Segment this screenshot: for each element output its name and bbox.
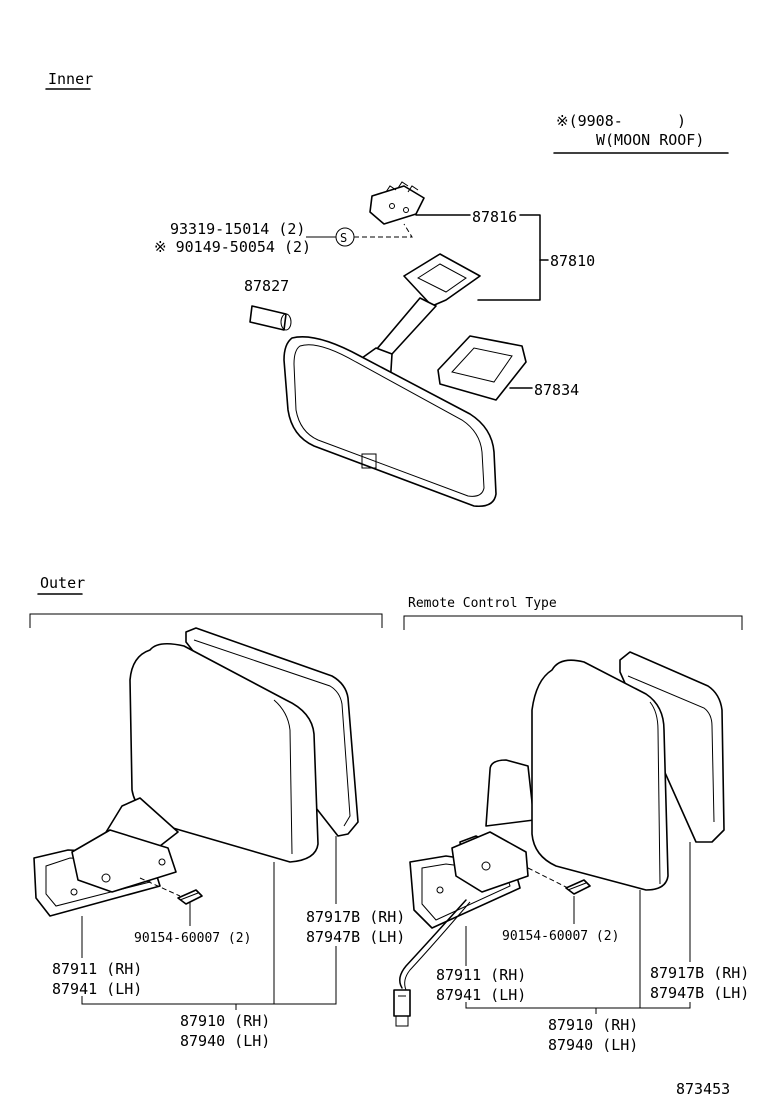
section-remote-heading: Remote Control Type	[408, 596, 557, 611]
pin-87827	[249, 305, 292, 331]
label-87810: 87810	[550, 252, 595, 270]
label-left-assy-lh: 87940 (LH)	[180, 1032, 270, 1050]
note-line-1: ※(9908- )	[556, 112, 686, 130]
screw-right	[565, 879, 591, 895]
moon-roof-note: ※(9908- ) W(MOON ROOF)	[553, 112, 729, 154]
label-right-gasket-rh: 87911 (RH)	[436, 966, 526, 984]
outer-mirror-left	[33, 627, 359, 917]
label-right-mirror-lh: 87947B (LH)	[650, 984, 749, 1002]
screw-left	[177, 889, 203, 905]
bracket-outer-right	[403, 615, 743, 630]
label-93319-15014: 93319-15014 (2)	[170, 220, 305, 238]
label-right-mirror-rh: 87917B (RH)	[650, 964, 749, 982]
figure-number: 873453	[676, 1080, 730, 1098]
label-right-screw: 90154-60007 (2)	[502, 929, 619, 944]
cover-87834	[437, 335, 527, 401]
screw-symbol: S	[335, 227, 355, 247]
label-90149-50054: ※ 90149-50054 (2)	[154, 238, 311, 256]
label-87834: 87834	[534, 381, 579, 399]
bracket-outer-left	[29, 613, 383, 628]
note-line-2: W(MOON ROOF)	[596, 131, 704, 149]
section-inner-heading: Inner	[48, 70, 93, 88]
label-87816: 87816	[472, 208, 517, 226]
label-left-gasket-rh: 87911 (RH)	[52, 960, 142, 978]
label-right-assy-lh: 87940 (LH)	[548, 1036, 638, 1054]
outer-mirror-right	[393, 651, 725, 1027]
label-left-gasket-lh: 87941 (LH)	[52, 980, 142, 998]
section-outer-heading: Outer	[40, 574, 85, 592]
inner-mirror	[283, 336, 497, 508]
label-left-assy-rh: 87910 (RH)	[180, 1012, 270, 1030]
mount-87810	[361, 253, 481, 393]
label-left-mirror-rh: 87917B (RH)	[306, 908, 405, 926]
screw-symbol-letter: S	[340, 231, 347, 245]
label-left-screw: 90154-60007 (2)	[134, 931, 251, 946]
label-right-assy-rh: 87910 (RH)	[548, 1016, 638, 1034]
label-left-mirror-lh: 87947B (LH)	[306, 928, 405, 946]
label-87827: 87827	[244, 277, 289, 295]
clip-87816	[369, 181, 425, 225]
label-right-gasket-lh: 87941 (LH)	[436, 986, 526, 1004]
